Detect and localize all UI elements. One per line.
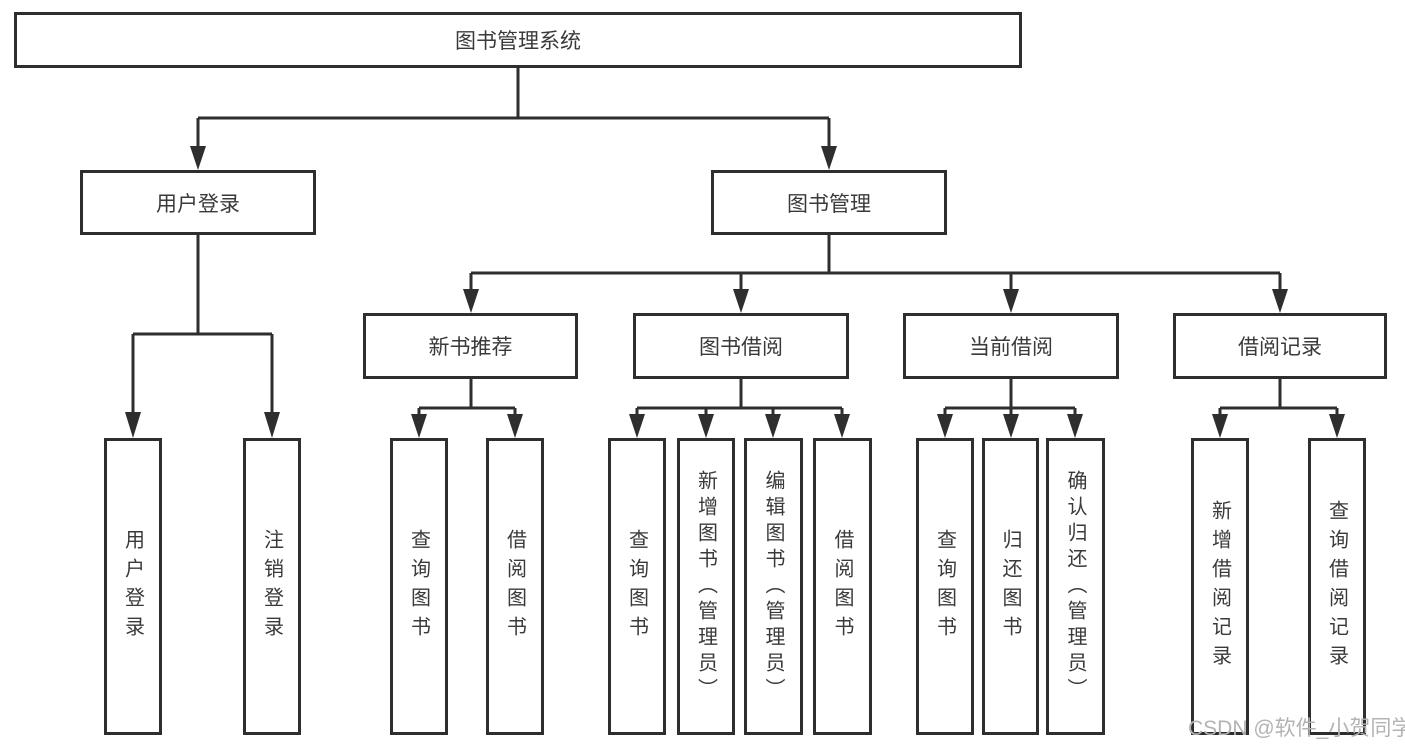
leaf-cb-confirm-return-admin: 确认归还（管理员） xyxy=(1046,438,1105,735)
leaf-label: 新增借阅记录 xyxy=(1208,499,1231,674)
leaf-label: 确认归还（管理员） xyxy=(1064,469,1086,704)
leaf-label: 查询图书 xyxy=(407,528,430,645)
node-book-borrow: 图书借阅 xyxy=(633,313,849,379)
leaf-label: 借阅图书 xyxy=(503,528,526,645)
leaf-br-add-record: 新增借阅记录 xyxy=(1191,438,1249,735)
leaf-bb-add-books-admin: 新增图书（管理员） xyxy=(677,438,735,735)
node-book-management: 图书管理 xyxy=(711,170,947,235)
leaf-nb-query-books: 查询图书 xyxy=(390,438,448,735)
leaf-label: 查询图书 xyxy=(625,528,648,645)
watermark: CSDN @软件_小贺同学 xyxy=(1188,717,1405,740)
leaf-label: 查询借阅记录 xyxy=(1325,499,1348,674)
leaf-label: 编辑图书（管理员） xyxy=(762,469,784,704)
leaf-label: 归还图书 xyxy=(999,528,1021,645)
node-new-book-recommend: 新书推荐 xyxy=(363,313,578,379)
leaf-bb-edit-books-admin: 编辑图书（管理员） xyxy=(744,438,803,735)
leaf-cb-query-books: 查询图书 xyxy=(916,438,974,735)
leaf-label: 借阅图书 xyxy=(831,528,853,645)
leaf-cb-return-books: 归还图书 xyxy=(982,438,1039,735)
leaf-label: 用户登录 xyxy=(121,528,144,645)
leaf-bb-query-books: 查询图书 xyxy=(608,438,666,735)
leaf-bb-borrow-books: 借阅图书 xyxy=(813,438,872,735)
leaf-label: 新增图书（管理员） xyxy=(694,469,717,704)
leaf-user-login: 用户登录 xyxy=(104,438,162,735)
leaf-nb-borrow-books: 借阅图书 xyxy=(486,438,544,735)
node-current-borrow: 当前借阅 xyxy=(903,313,1119,379)
node-borrow-record: 借阅记录 xyxy=(1173,313,1387,379)
node-user-login: 用户登录 xyxy=(80,170,316,235)
leaf-label: 查询图书 xyxy=(933,528,956,645)
node-root: 图书管理系统 xyxy=(14,12,1022,68)
leaf-logout: 注销登录 xyxy=(243,438,301,735)
leaf-label: 注销登录 xyxy=(260,528,283,645)
leaf-br-query-record: 查询借阅记录 xyxy=(1308,438,1366,735)
